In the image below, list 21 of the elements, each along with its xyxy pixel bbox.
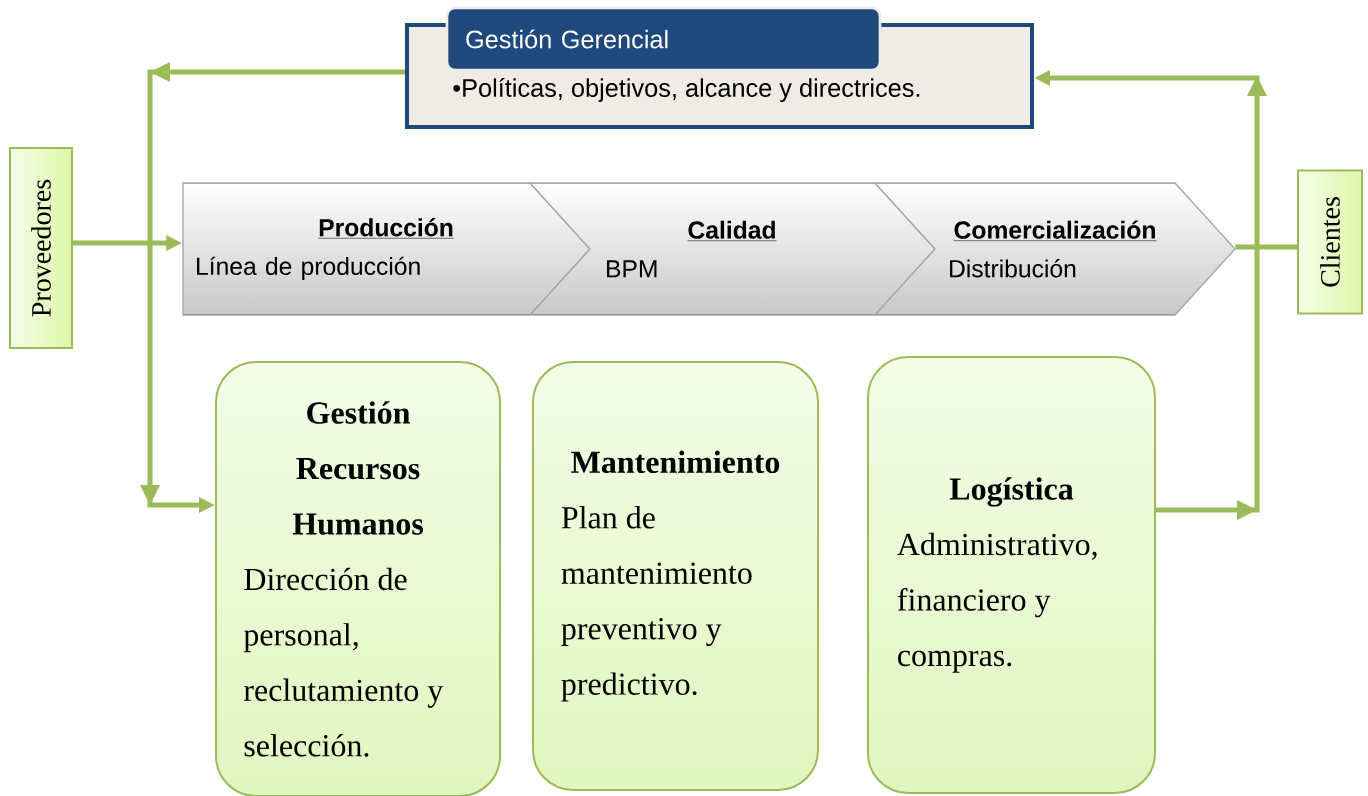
process-stage	[873, 182, 1236, 316]
box-text: Dirección de personal, reclutamiento y selección.	[243, 567, 444, 757]
box-text: Plan de mantenimiento preventivo y predictivo.	[561, 506, 752, 702]
rounded-box	[867, 356, 1156, 794]
rounded-box	[532, 361, 819, 791]
stage-heading: Comercialización	[953, 220, 1157, 241]
process-stage	[182, 182, 591, 316]
stage-text: BPM	[607, 260, 657, 278]
box-heading: Mantenimiento	[571, 450, 780, 474]
box-heading: Gestión Recursos Humanos	[292, 401, 423, 535]
stage-heading: Producción	[317, 218, 455, 239]
side-box: Proveedores	[9, 147, 73, 349]
bullet-text: •Políticas, objetivos, alcance y directrices.	[453, 78, 920, 102]
stage-text: Distribución	[950, 259, 1076, 278]
box-heading: Logística	[949, 477, 1074, 507]
stage-text: Línea de producción	[197, 256, 420, 280]
rounded-box	[215, 361, 501, 796]
card-header: Gestión Gerencial	[445, 6, 882, 72]
side-box: Clientes	[1297, 169, 1363, 315]
box-text: Administrativo, financiero y compras.	[897, 532, 1097, 673]
stage-heading: Calidad	[687, 220, 777, 241]
